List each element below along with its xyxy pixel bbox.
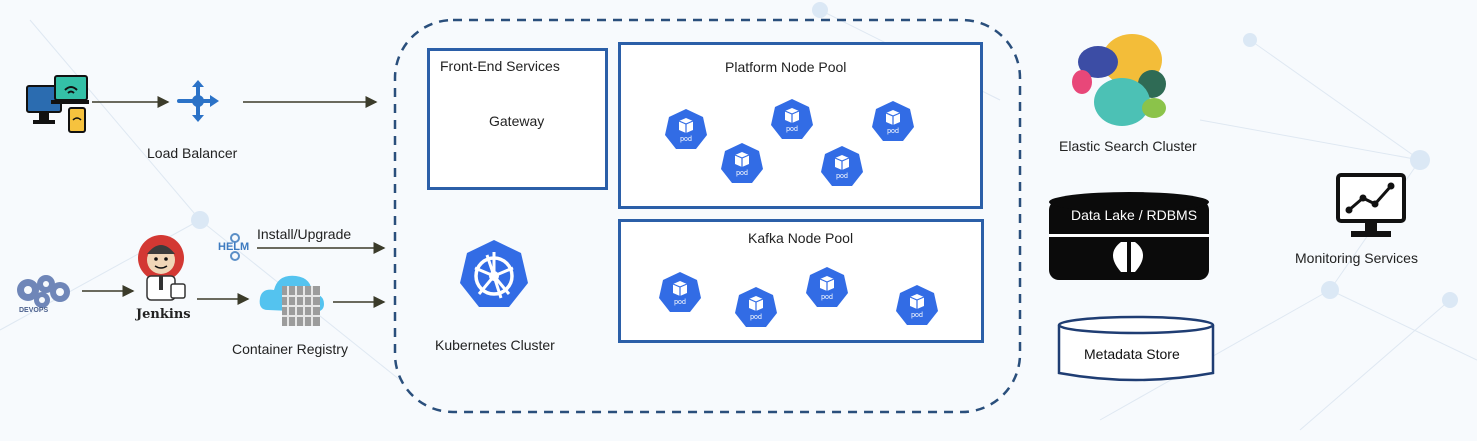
pod-label: pod — [911, 312, 923, 319]
pod-label: pod — [674, 299, 686, 306]
load-balancer-label: Load Balancer — [147, 145, 238, 161]
container-registry-label: Container Registry — [232, 341, 348, 357]
pod-label: pod — [786, 126, 798, 133]
jenkins-label: Jenkins — [136, 307, 191, 322]
pod-label: pod — [680, 136, 692, 143]
kubernetes-cluster-label: Kubernetes Cluster — [435, 337, 555, 353]
pod-label: pod — [821, 294, 833, 301]
pod-icon[interactable]: pod — [872, 100, 914, 142]
pod-label: pod — [736, 170, 748, 177]
pod-label: pod — [750, 314, 762, 321]
cloud-registry-icon[interactable] — [258, 272, 326, 328]
platform-node-pool-title: Platform Node Pool — [725, 59, 847, 75]
database-icon[interactable] — [1047, 190, 1211, 287]
jenkins-icon[interactable] — [133, 234, 191, 306]
metadata-store-label: Metadata Store — [1084, 346, 1180, 362]
monitor-chart-icon[interactable] — [1335, 172, 1407, 242]
client-devices-icon — [26, 75, 89, 133]
load-balancer-icon[interactable] — [175, 78, 221, 124]
pod-icon[interactable]: pod — [821, 145, 863, 187]
install-upgrade-label: Install/Upgrade — [257, 226, 352, 242]
front-end-services-title: Front-End Services — [440, 58, 560, 74]
helm-icon — [230, 233, 240, 261]
devops-gears-icon — [17, 275, 70, 308]
pod-label: pod — [887, 128, 899, 135]
pod-icon[interactable]: pod — [806, 266, 848, 308]
monitoring-services-label: Monitoring Services — [1295, 250, 1418, 266]
pod-icon[interactable]: pod — [721, 142, 763, 184]
kafka-node-pool-title: Kafka Node Pool — [748, 230, 854, 246]
kubernetes-wheel-icon[interactable] — [457, 238, 531, 312]
pod-icon[interactable]: pod — [659, 271, 701, 313]
pod-label: pod — [836, 173, 848, 180]
data-lake-label: Data Lake / RDBMS — [1071, 207, 1198, 223]
gateway-label: Gateway — [489, 113, 545, 129]
helm-label: HELM — [218, 241, 250, 253]
pod-icon[interactable]: pod — [771, 98, 813, 140]
elastic-search-label: Elastic Search Cluster — [1059, 138, 1197, 154]
pod-icon[interactable]: pod — [735, 286, 777, 328]
front-end-services-box[interactable]: Front-End Services Gateway — [427, 48, 608, 190]
devops-label: DEVOPS — [19, 307, 49, 314]
elastic-logo-icon[interactable] — [1070, 32, 1170, 132]
metadata-store-icon[interactable] — [1057, 315, 1215, 383]
pod-icon[interactable]: pod — [896, 284, 938, 326]
pod-icon[interactable]: pod — [665, 108, 707, 150]
